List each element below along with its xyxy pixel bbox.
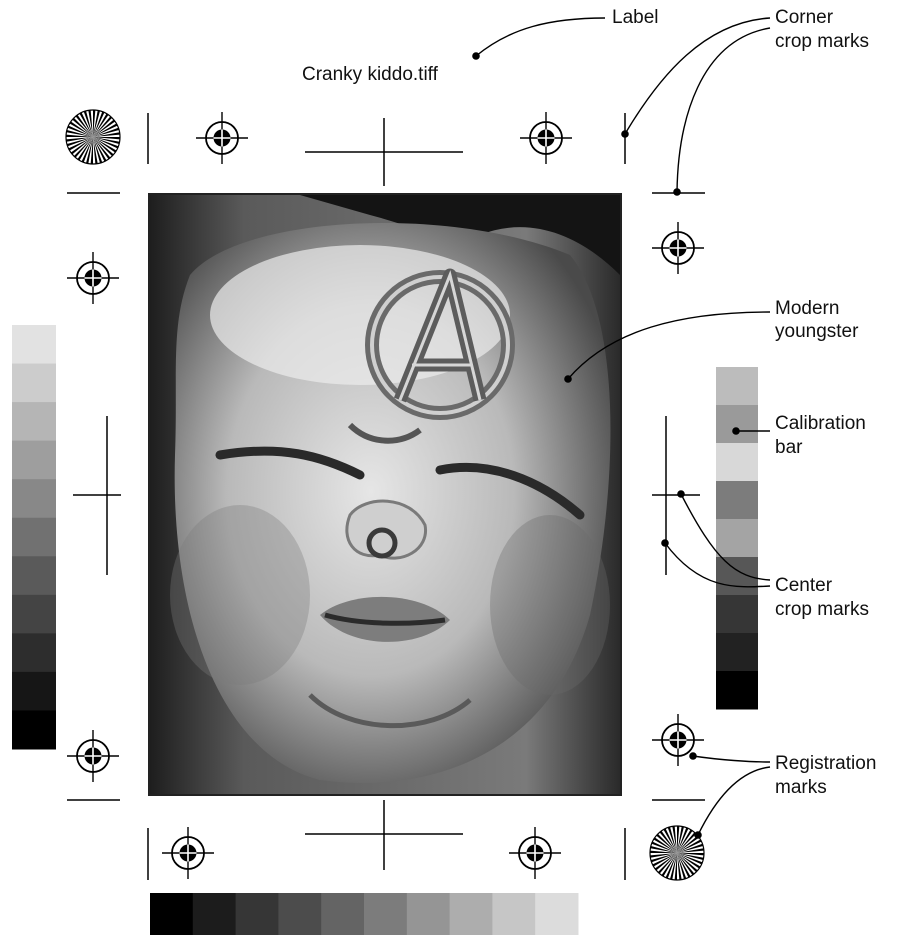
- callout-calibration-bar-line2: bar: [775, 436, 802, 459]
- callout-center-crop-marks-line2: crop marks: [775, 598, 869, 621]
- callout-calibration-bar-line1: Calibration: [775, 412, 866, 435]
- calibration-bar-bottom: [150, 893, 579, 935]
- leader-dot: [673, 188, 681, 196]
- calibration-swatch: [716, 671, 758, 710]
- callout-registration-marks-line1: Registration: [775, 752, 876, 775]
- callout-center-crop-marks-line1: Center: [775, 574, 832, 597]
- calibration-swatch: [492, 893, 535, 935]
- calibration-bar-left: [12, 325, 56, 750]
- calibration-swatch: [716, 405, 758, 444]
- leader-label: [476, 18, 605, 56]
- callout-registration-marks-line2: marks: [775, 776, 827, 799]
- calibration-swatch: [150, 893, 193, 935]
- leader-corner-crop-2: [677, 28, 770, 192]
- calibration-swatch: [12, 633, 56, 672]
- calibration-swatch: [716, 595, 758, 634]
- calibration-swatch: [12, 595, 56, 634]
- callout-modern-youngster-line2: youngster: [775, 320, 858, 343]
- registration-target-icon: [509, 827, 561, 879]
- calibration-bar-right: [716, 367, 758, 710]
- calibration-swatch: [716, 633, 758, 672]
- leader-dots: [472, 52, 740, 839]
- callout-label: Label: [612, 6, 659, 29]
- registration-target-icon: [652, 222, 704, 274]
- calibration-swatch: [12, 325, 56, 364]
- calibration-swatch: [12, 672, 56, 711]
- callout-corner-crop-marks-line2: crop marks: [775, 30, 869, 53]
- calibration-swatch: [364, 893, 407, 935]
- registration-target-icon: [67, 252, 119, 304]
- calibration-swatch: [535, 893, 578, 935]
- calibration-swatch: [12, 710, 56, 749]
- calibration-swatch: [193, 893, 236, 935]
- leader-dot: [689, 752, 697, 760]
- calibration-swatch: [407, 893, 450, 935]
- calibration-swatch: [716, 519, 758, 558]
- file-label: Cranky kiddo.tiff: [302, 63, 438, 86]
- calibration-swatch: [12, 364, 56, 403]
- calibration-swatch: [278, 893, 321, 935]
- leader-corner-crop-1: [625, 18, 770, 134]
- registration-target-icon: [67, 730, 119, 782]
- calibration-swatch: [321, 893, 364, 935]
- registration-marks: [67, 112, 704, 879]
- registration-target-icon: [196, 112, 248, 164]
- registration-target-icon: [652, 714, 704, 766]
- corner-crop-marks: [67, 113, 705, 880]
- calibration-swatch: [450, 893, 493, 935]
- calibration-swatch: [12, 402, 56, 441]
- calibration-swatch: [236, 893, 279, 935]
- leader-dot: [732, 427, 740, 435]
- leader-dot: [661, 539, 669, 547]
- calibration-swatch: [12, 441, 56, 480]
- calibration-swatch: [716, 481, 758, 520]
- leader-registration-2: [698, 767, 770, 835]
- calibration-swatch: [12, 556, 56, 595]
- calibration-swatch: [716, 367, 758, 406]
- calibration-swatch: [716, 443, 758, 482]
- leader-dot: [621, 130, 629, 138]
- leader-dot: [694, 831, 702, 839]
- calibration-swatch: [12, 518, 56, 557]
- leader-registration-1: [693, 756, 770, 762]
- leader-dot: [564, 375, 572, 383]
- registration-target-icon: [162, 827, 214, 879]
- leader-dot: [677, 490, 685, 498]
- callout-corner-crop-marks-line1: Corner: [775, 6, 833, 29]
- registration-target-icon: [520, 112, 572, 164]
- starburst-target-icon: [66, 110, 120, 164]
- center-crop-marks: [73, 118, 700, 870]
- callout-modern-youngster-line1: Modern: [775, 297, 839, 320]
- calibration-swatch: [12, 479, 56, 518]
- leader-dot: [472, 52, 480, 60]
